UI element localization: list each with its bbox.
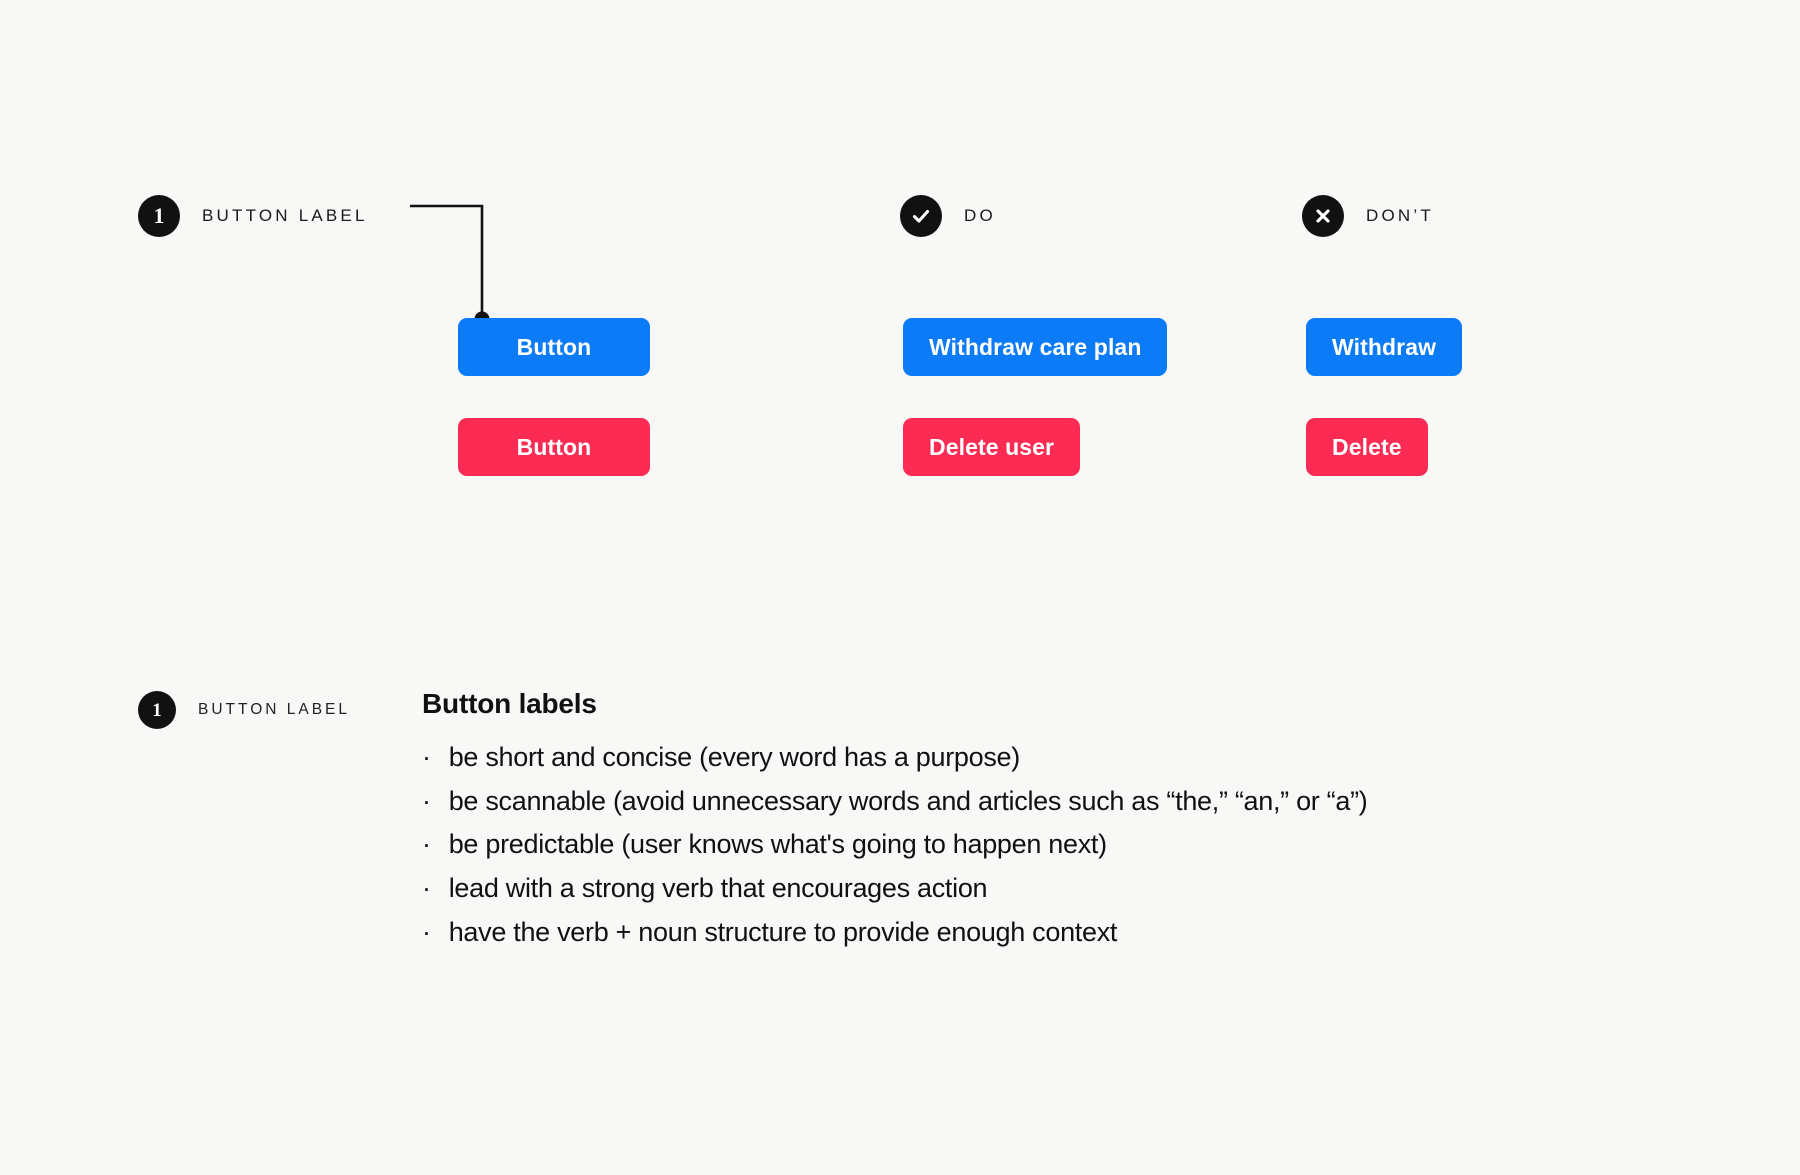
do-danger-button[interactable]: Delete user (903, 418, 1081, 476)
dont-primary-button[interactable]: Withdraw (1306, 318, 1463, 376)
guidance-section: 1 BUTTON LABEL Button labels · be short a… (138, 688, 1368, 955)
guidance-title: Button labels (422, 688, 597, 719)
bullet-glyph: · (422, 742, 431, 772)
do-marker: DO (900, 195, 996, 237)
bullet-glyph: · (422, 873, 431, 904)
rule-text: be short and concise (every word has a p… (448, 742, 1021, 772)
guidance-callout: 1 BUTTON LABEL (138, 688, 350, 729)
bullet-glyph: · (422, 916, 431, 947)
guidance-step-badge: 1 (138, 691, 176, 729)
bullet-glyph: · (422, 829, 431, 860)
rule-text: have the verb + noun structure to provid… (448, 916, 1118, 947)
rule-text: lead with a strong verb that encourages … (448, 873, 988, 904)
example-button-group: Button Button (458, 318, 650, 476)
guidance-rule-list: · be short and concise (every word has a … (422, 736, 1368, 955)
do-button-group: Withdraw care plan Delete user (903, 318, 1168, 476)
example-primary-button[interactable]: Button (458, 318, 650, 376)
connector-line (410, 204, 490, 327)
rule-text: be scannable (avoid unnecessary words an… (448, 785, 1368, 816)
dont-button-group: Withdraw Delete (1306, 318, 1463, 476)
check-icon (900, 195, 942, 237)
example-danger-button[interactable]: Button (458, 418, 650, 476)
do-primary-button[interactable]: Withdraw care plan (903, 318, 1168, 376)
step-badge-1: 1 (138, 195, 180, 237)
dont-danger-button[interactable]: Delete (1306, 418, 1428, 476)
do-label: DO (964, 206, 996, 225)
guidance-kicker: BUTTON LABEL (198, 701, 351, 718)
dont-marker: DON’T (1302, 195, 1434, 237)
callout-button-label: 1 BUTTON LABEL (138, 195, 368, 237)
list-item: · have the verb + noun structure to provi… (422, 911, 1367, 955)
guidance-content: Button labels · be short and concise (eve… (422, 688, 1368, 955)
rule-text: be predictable (user knows what's going … (448, 829, 1107, 860)
bullet-glyph: · (422, 785, 431, 816)
list-item: · be short and concise (every word has a … (422, 736, 1367, 780)
list-item: · be scannable (avoid unnecessary words a… (422, 780, 1368, 824)
callout-label: BUTTON LABEL (202, 206, 368, 225)
list-item: · be predictable (user knows what's going… (422, 823, 1367, 867)
dont-label: DON’T (1366, 206, 1434, 225)
close-icon (1302, 195, 1344, 237)
list-item: · lead with a strong verb that encourages… (422, 867, 1367, 911)
